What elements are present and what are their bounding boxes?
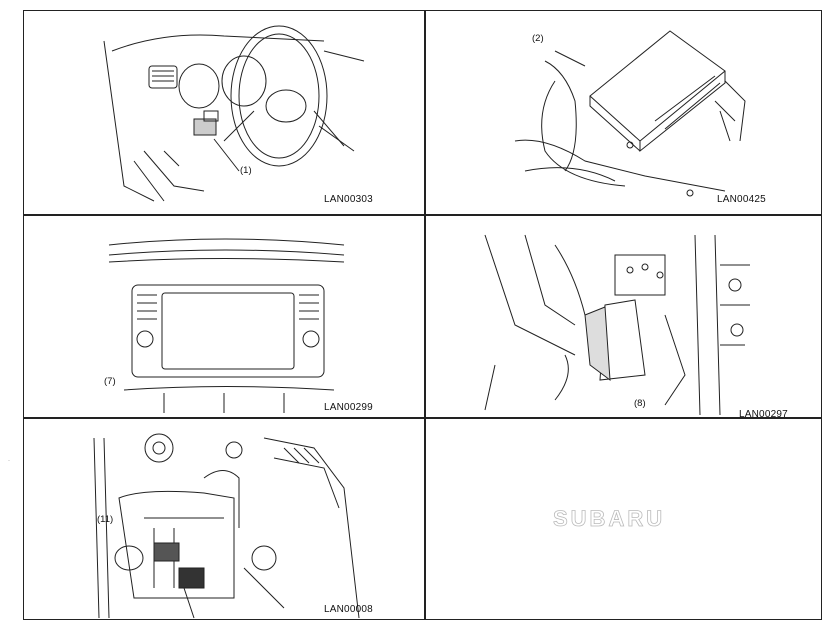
divider-horizontal-1 xyxy=(24,214,821,216)
figure-code: LAN00303 xyxy=(324,194,373,205)
panel-logo: SUBARU xyxy=(425,418,825,621)
figure-code: LAN00297 xyxy=(739,409,788,418)
panel-lan00297: (8) LAN00297 xyxy=(425,215,825,418)
panel-lan00303: (1) LAN00303 xyxy=(24,11,424,214)
engine-bay-illustration xyxy=(93,433,360,619)
callout-2: (2) xyxy=(532,33,544,44)
callout-7: (7) xyxy=(104,376,116,387)
divider-horizontal-2 xyxy=(24,417,821,419)
figure-code: LAN00299 xyxy=(324,402,373,413)
display-unit-illustration xyxy=(108,238,345,413)
callout-1: (1) xyxy=(240,165,252,176)
callout-8: (8) xyxy=(634,398,646,409)
divider-vertical xyxy=(424,11,426,619)
dashboard-steering-illustration xyxy=(103,25,365,202)
panel-lan00425: (2) LAN00425 xyxy=(425,11,825,214)
figure-code: LAN00008 xyxy=(324,604,373,615)
figure-code: LAN00425 xyxy=(717,194,766,205)
subaru-logo: SUBARU xyxy=(553,506,666,532)
panel-lan00299: (7) LAN00299 xyxy=(24,215,424,418)
control-module-illustration xyxy=(514,30,746,197)
stray-mark: · xyxy=(8,458,10,464)
under-dash-module-illustration xyxy=(484,234,750,416)
panel-lan00008: (11) LAN00008 xyxy=(24,418,424,621)
callout-11: (11) xyxy=(97,514,114,525)
figure-sheet: (1) LAN00303 (2) LAN00425 xyxy=(23,10,822,620)
